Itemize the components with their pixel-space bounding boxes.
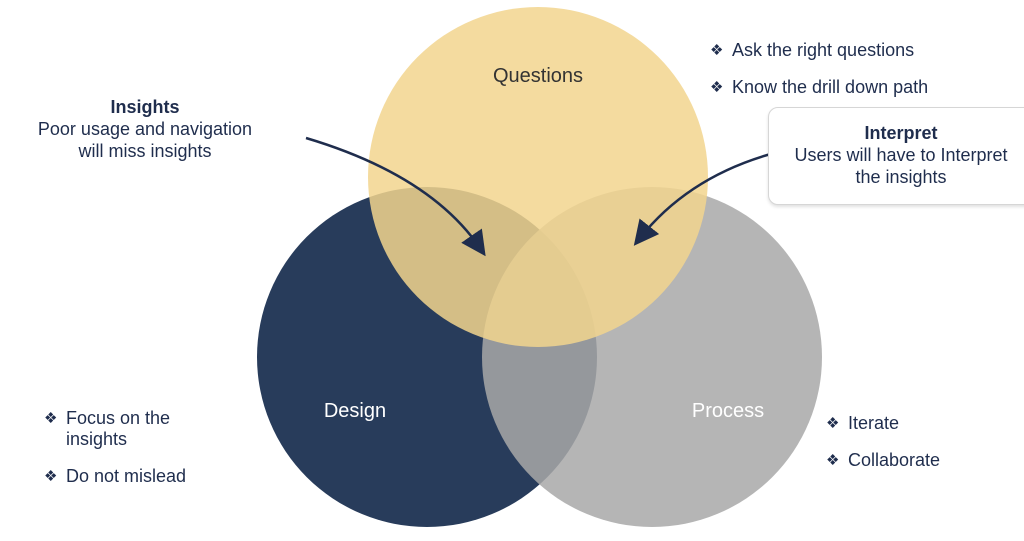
questions-bullets: ❖Ask the right questions ❖Know the drill… — [710, 40, 1010, 114]
interpret-title: Interpret — [864, 123, 938, 143]
diamond-bullet-icon: ❖ — [826, 452, 840, 469]
interpret-callout-box — [768, 107, 1024, 205]
interpret-arrow — [633, 150, 779, 246]
list-item: ❖Collaborate — [826, 450, 941, 470]
process-label: Process — [692, 400, 764, 422]
list-item: ❖Iterate — [826, 413, 900, 433]
questions-circle — [368, 7, 708, 347]
diamond-bullet-icon: ❖ — [44, 468, 58, 485]
diamond-bullet-icon: ❖ — [710, 79, 724, 96]
insights-arrow — [305, 136, 486, 257]
list-item: ❖Know the drill down path — [710, 77, 929, 97]
design-label: Design — [324, 400, 386, 422]
diamond-bullet-icon: ❖ — [44, 410, 58, 427]
insights-text-line2: will miss insights — [78, 141, 212, 161]
diamond-bullet-icon: ❖ — [826, 415, 840, 432]
questions-label: Questions — [493, 65, 583, 87]
process-bullets: ❖Iterate ❖Collaborate — [826, 413, 1006, 487]
insights-note: Insights Poor usage and navigation will … — [20, 96, 270, 162]
design-bullets: ❖Focus on the insights ❖Do not mislead — [44, 408, 214, 503]
list-item: ❖Focus on the insights — [44, 408, 171, 449]
diamond-bullet-icon: ❖ — [710, 42, 724, 59]
interpret-note: Interpret Users will have to Interpret t… — [778, 122, 1024, 188]
interpret-text-line1: Users will have to Interpret — [794, 145, 1008, 165]
insights-text-line1: Poor usage and navigation — [37, 119, 253, 139]
list-item: ❖Do not mislead — [44, 466, 187, 486]
interpret-text-line2: the insights — [855, 167, 947, 187]
list-item: ❖Ask the right questions — [710, 40, 915, 60]
insights-title: Insights — [110, 97, 180, 117]
